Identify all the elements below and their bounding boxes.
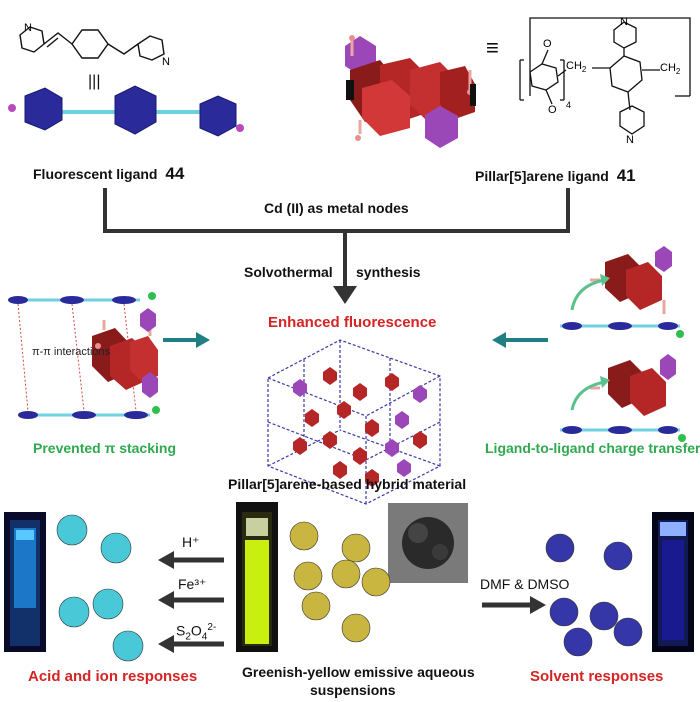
pi-interactions-label: π-π interactions	[32, 346, 111, 358]
framework-node	[413, 431, 427, 449]
enhanced-fluorescence-label: Enhanced fluorescence	[268, 314, 437, 331]
fluorescent-ligand-text: Fluorescent ligand	[33, 166, 158, 182]
fluorescent-ligand-structure	[19, 26, 165, 61]
nanoparticle	[549, 597, 579, 627]
solvothermal-label: Solvothermal	[244, 264, 333, 280]
fluorescent-ligand-number: 44	[165, 164, 185, 183]
repeat-subscript: 4	[566, 100, 572, 110]
atom-o-bottom: O	[548, 104, 557, 116]
ch2-right-sub: 2	[675, 67, 681, 77]
atom-n-right: N	[162, 56, 170, 68]
atom-n-bottom: N	[626, 134, 634, 146]
teal-arrow-from-right	[492, 332, 548, 348]
dmf-dmso-label: DMF & DMSO	[480, 576, 570, 592]
nanoparticle	[293, 561, 323, 591]
framework-node	[293, 379, 307, 397]
atom-o-top: O	[543, 38, 552, 50]
nanoparticle	[112, 630, 144, 662]
nanoparticle	[361, 567, 391, 597]
nanoparticle	[545, 533, 575, 563]
dithionite-charge: 2-	[207, 622, 217, 633]
nanoparticles	[56, 514, 643, 662]
synthesis-label: synthesis	[356, 264, 421, 280]
nanoparticle	[100, 532, 132, 564]
framework-node	[385, 373, 399, 391]
nanoparticle	[613, 617, 643, 647]
framework-node	[353, 447, 367, 465]
ch2-left: CH2	[566, 60, 586, 74]
framework-node	[333, 461, 347, 479]
fe3-label: Fe³⁺	[178, 576, 207, 592]
dithionite-o: O	[190, 622, 202, 639]
pillar-ligand-label: Pillar[5]arene ligand 41	[475, 166, 636, 186]
framework-node	[323, 367, 337, 385]
framework-node	[365, 419, 379, 437]
pi-stacking-model	[8, 292, 160, 419]
vial-acid-response	[4, 512, 46, 652]
nanoparticle	[289, 521, 319, 551]
framework-node	[397, 459, 411, 477]
equiv-mark-left: |||	[88, 73, 100, 90]
nanoparticle	[341, 533, 371, 563]
framework-node	[395, 411, 409, 429]
nanoparticle	[92, 588, 124, 620]
charge-transfer-label: Ligand-to-ligand charge transfer	[485, 440, 700, 456]
framework-node	[323, 431, 337, 449]
nanoparticle	[56, 514, 88, 546]
dithionite-sub4: 4	[201, 631, 208, 643]
nanoparticle	[563, 627, 593, 657]
hybrid-framework-cube	[267, 339, 441, 505]
teal-arrow-to-center	[163, 332, 210, 348]
nanoparticle	[58, 596, 90, 628]
tem-image	[388, 503, 468, 583]
hybrid-material-label: Pillar[5]arene-based hybrid material	[228, 476, 467, 492]
acid-ion-responses-label: Acid and ion responses	[28, 668, 198, 685]
pillar-ligand-structure	[519, 17, 691, 135]
pillar-ligand-text: Pillar[5]arene ligand	[475, 168, 609, 184]
nanoparticle	[341, 613, 371, 643]
atom-n-top: N	[620, 16, 628, 28]
greenish-yellow-label-line1: Greenish-yellow emissive aqueous	[242, 664, 475, 680]
nanoparticle	[603, 541, 633, 571]
greenish-yellow-label-line2: suspensions	[310, 682, 396, 698]
framework-node	[413, 385, 427, 403]
prevented-stacking-label: Prevented π stacking	[33, 440, 176, 456]
cd-nodes-label: Cd (II) as metal nodes	[264, 200, 409, 216]
convergence-lines	[103, 188, 570, 290]
framework-node	[293, 437, 307, 455]
dithionite-label: S2O42-	[176, 622, 216, 642]
ch2-left-ch: CH	[566, 60, 582, 72]
synthesis-arrowhead	[333, 286, 357, 304]
nanoparticle	[589, 601, 619, 631]
framework-node	[353, 383, 367, 401]
atom-n-left: N	[24, 22, 32, 34]
fluorescent-ligand-model	[8, 85, 244, 137]
dithionite-s: S	[176, 622, 186, 639]
framework-node	[305, 409, 319, 427]
pillar-ligand-number: 41	[616, 166, 636, 185]
h-plus-label: H⁺	[182, 534, 200, 550]
ch2-right-ch: CH	[660, 62, 676, 74]
vial-solvent-response	[652, 512, 694, 652]
nanoparticle	[331, 559, 361, 589]
vial-greenish-yellow	[236, 502, 278, 652]
ch2-right: CH2	[660, 62, 680, 76]
ch2-left-sub: 2	[581, 65, 587, 75]
framework-node	[365, 469, 379, 487]
nanoparticle	[301, 591, 331, 621]
dithionite-sub2: 2	[185, 631, 191, 643]
framework-nodes	[293, 367, 427, 487]
pillar-arene-model	[345, 35, 476, 148]
equiv-mark-right: ≡	[486, 35, 499, 60]
solvent-responses-label: Solvent responses	[530, 668, 664, 685]
fluorescent-ligand-label: Fluorescent ligand 44	[33, 164, 184, 184]
response-arrows	[158, 551, 546, 653]
framework-node	[337, 401, 351, 419]
charge-transfer-model	[560, 246, 686, 442]
framework-node	[385, 439, 399, 457]
